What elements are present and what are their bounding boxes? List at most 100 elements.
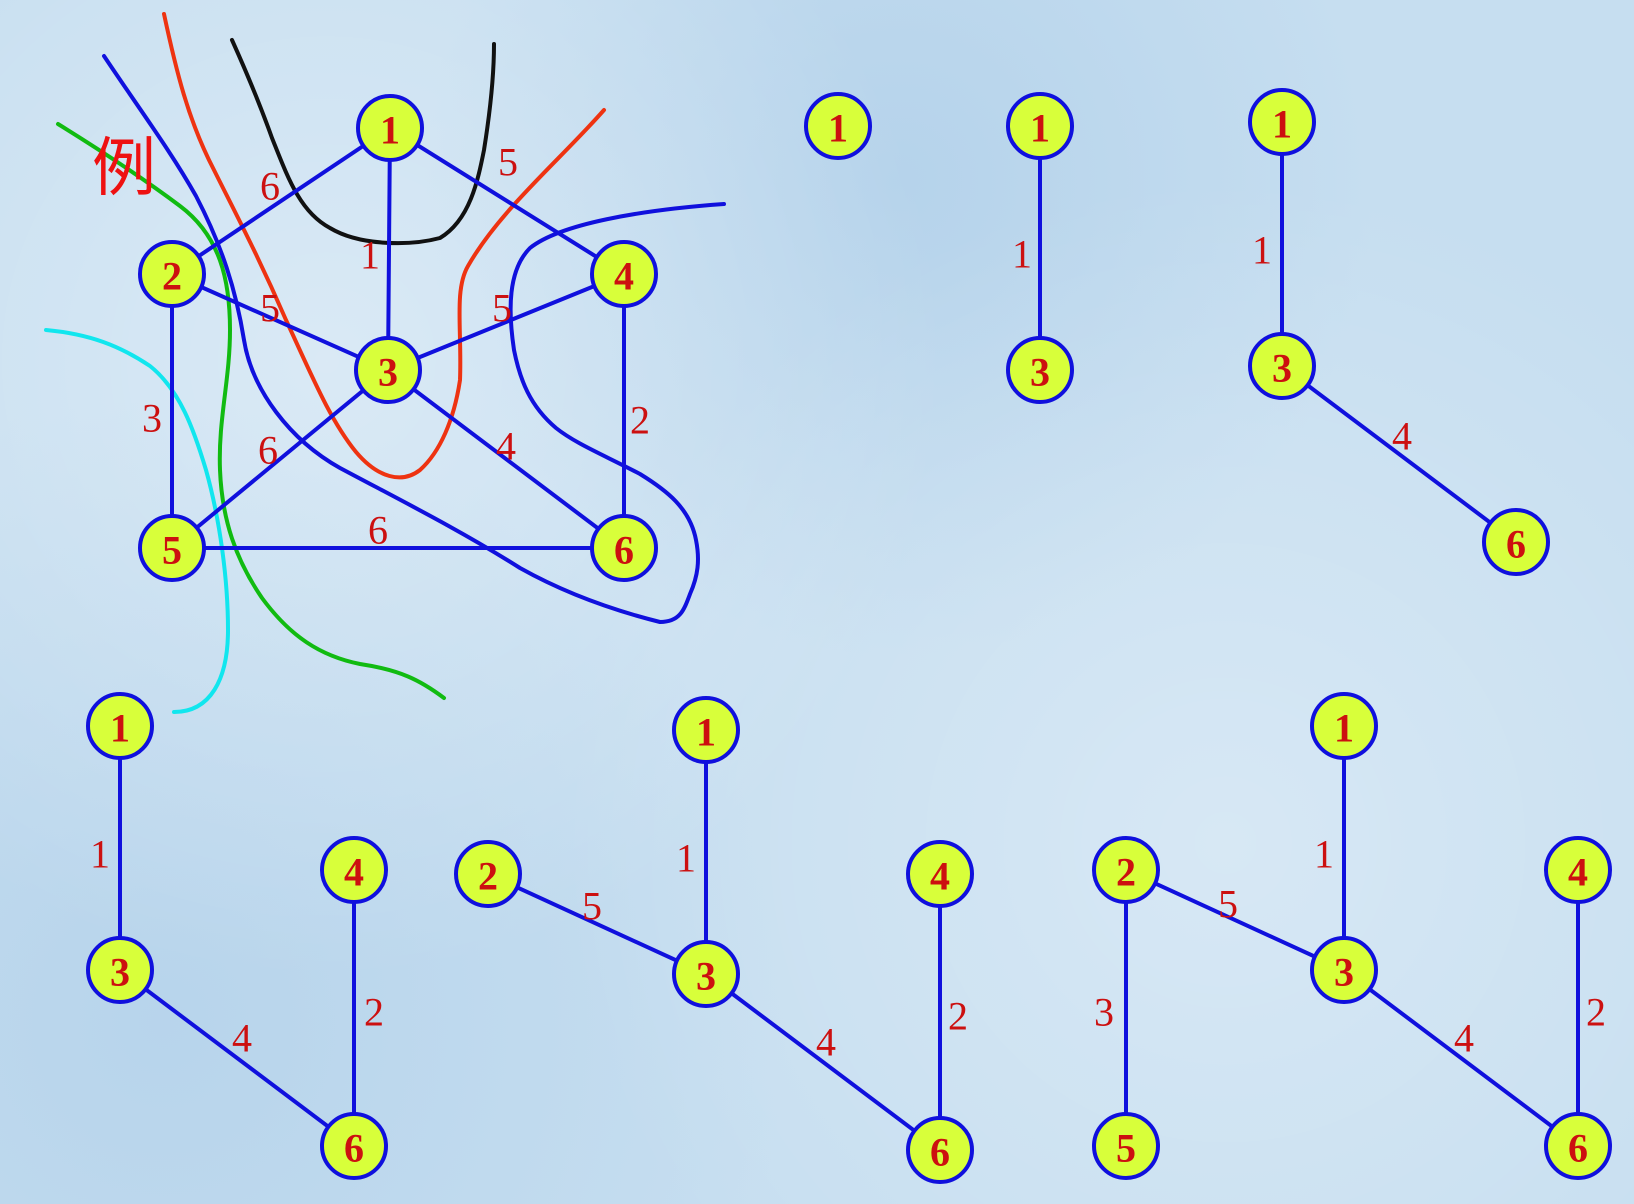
edge-weight-label: 4 [232,1016,252,1061]
node-1-label: 1 [696,710,716,755]
node-3-circle [672,940,740,1008]
cut-curve-cyan [44,328,230,714]
node-6-circle [1544,1112,1612,1180]
node-4-circle [906,840,974,908]
node-3-circle [1248,332,1316,400]
node-5-label: 5 [1116,1126,1136,1171]
edge-weight-label: 4 [1454,1016,1474,1061]
edge-3-5 [170,368,390,550]
edge-weight-label: 3 [142,396,162,441]
node-6-label: 6 [930,1130,950,1175]
node-3-label: 3 [1272,346,1292,391]
edge-3-4 [386,272,626,372]
node-1-label: 1 [380,108,400,153]
edge-weight-label: 1 [360,233,380,278]
node-3-label: 3 [110,950,130,995]
node-4-circle [1544,836,1612,904]
node-1-circle [356,94,424,162]
edge-3-6 [1342,968,1580,1148]
node-2-circle [1092,836,1160,904]
edge-weight-label: 1 [1252,228,1272,273]
node-1-circle [1006,92,1074,160]
node-2-circle [138,240,206,308]
cut-curve-green [56,122,446,700]
edge-weight-label: 5 [1218,882,1238,927]
node-3-circle [86,936,154,1004]
graph-step2: 1 1 3 [1006,92,1074,404]
edge-3-6 [386,368,626,550]
node-6-label: 6 [614,528,634,573]
edge-weight-label: 2 [1586,990,1606,1035]
edge-weight-label: 6 [260,164,280,209]
edge-weight-label: 4 [1392,414,1412,459]
edge-3-6 [704,972,942,1152]
edge-weight-label: 1 [676,836,696,881]
edge-1-4 [388,126,626,276]
edge-3-6 [1280,364,1518,544]
edge-weight-label: 6 [368,508,388,553]
node-3-label: 3 [378,350,398,395]
graph-step3: 1 4 1 3 6 [1248,88,1550,576]
node-6-label: 6 [344,1126,364,1171]
edge-weight-label: 4 [816,1020,836,1065]
node-4-circle [320,836,388,904]
node-5-label: 5 [162,528,182,573]
edge-weight-label: 4 [496,424,516,469]
cut-curve-black [230,38,496,246]
graph-step1: 1 [804,92,872,160]
node-4-label: 4 [344,850,364,895]
graph-step6: 1 5 3 4 2 2 1 3 4 5 6 [1092,692,1612,1180]
node-1-label: 1 [1030,106,1050,151]
edge-2-3 [486,872,708,976]
node-6-circle [320,1112,388,1180]
edge-weight-label: 5 [260,286,280,331]
edge-weight-label: 1 [1012,232,1032,277]
node-4-label: 4 [930,854,950,899]
node-4-label: 4 [1568,850,1588,895]
node-6-circle [906,1116,974,1184]
node-6-label: 6 [1506,522,1526,567]
node-3-label: 3 [696,954,716,999]
edge-1-2 [170,126,392,276]
graphs-layer: 6 1 5 5 5 3 6 4 2 6 1 2 3 4 5 6 1 1 1 3 1 4 1 3 6 1 4 2 1 3 4 6 1 5 4 2 2 1 3 4… [86,88,1612,1184]
node-1-circle [1248,88,1316,156]
edge-3-6 [118,968,356,1148]
edge-2-3 [170,272,390,372]
node-6-circle [1482,508,1550,576]
edge-2-3 [1124,868,1346,972]
node-1-label: 1 [828,106,848,151]
node-3-circle [1006,336,1074,404]
node-4-label: 4 [614,254,634,299]
edge-weight-label: 2 [364,990,384,1035]
edge-weight-label: 5 [582,884,602,929]
edge-weight-label: 1 [1314,832,1334,877]
node-1-label: 1 [1272,102,1292,147]
node-2-label: 2 [162,254,182,299]
example-label: 例 [92,132,156,206]
edge-weight-label: 5 [498,140,518,185]
edge-weight-label: 3 [1094,990,1114,1035]
node-5-circle [138,514,206,582]
node-1-circle [1310,692,1378,760]
node-5-circle [1092,1112,1160,1180]
node-3-label: 3 [1030,350,1050,395]
node-6-circle [590,514,658,582]
node-3-label: 3 [1334,950,1354,995]
cut-curves [44,12,726,714]
node-3-circle [354,336,422,404]
node-3-circle [1310,936,1378,1004]
node-2-label: 2 [478,854,498,899]
edge-weight-label: 2 [630,398,650,443]
edge-weight-label: 5 [492,286,512,331]
node-6-label: 6 [1568,1126,1588,1171]
node-1-label: 1 [1334,706,1354,751]
node-2-circle [454,840,522,908]
node-2-label: 2 [1116,850,1136,895]
cut-curve-blue [102,54,726,624]
node-1-circle [86,692,154,760]
node-1-circle [672,696,740,764]
